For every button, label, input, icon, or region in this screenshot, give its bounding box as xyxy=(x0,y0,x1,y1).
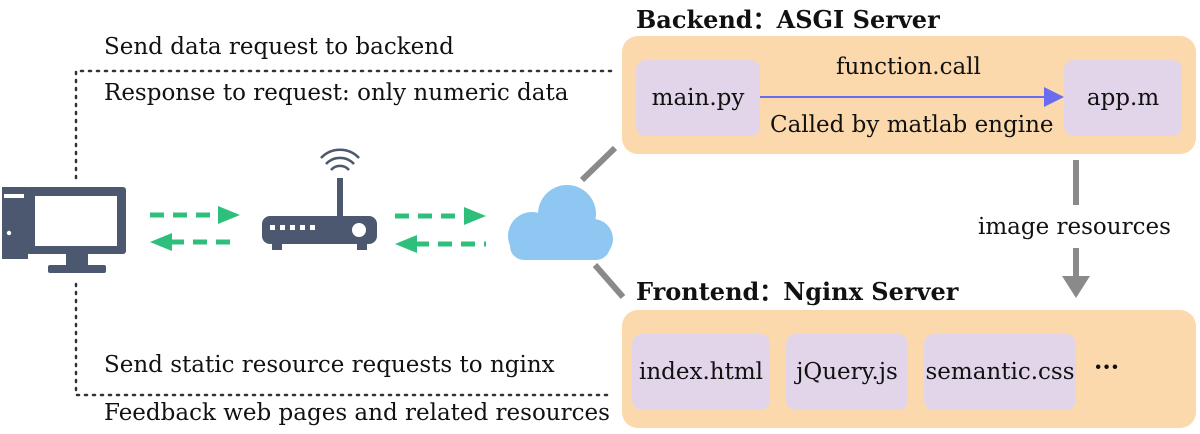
bottom-request-label: Send static resource requests to nginx xyxy=(104,352,555,378)
top-request-label: Send data request to backend xyxy=(104,34,454,60)
matlab-engine-label: Called by matlab engine xyxy=(770,112,1054,138)
bottom-response-label: Feedback web pages and related resources xyxy=(104,400,610,426)
router-icon xyxy=(262,148,377,250)
cloud-icon xyxy=(508,185,613,260)
main-py-box[interactable]: main.py xyxy=(636,60,760,136)
index-html-box[interactable]: index.html xyxy=(632,334,770,410)
app-m-box[interactable]: app.m xyxy=(1064,60,1182,136)
image-resources-arrow xyxy=(1062,160,1090,298)
router-cloud-arrows xyxy=(395,207,486,253)
computer-icon xyxy=(2,187,126,273)
frontend-title: Frontend：Nginx Server xyxy=(636,277,959,306)
function-call-label: function.call xyxy=(836,54,981,80)
bottom-dotted-connector xyxy=(74,282,614,397)
image-resources-label: image resources xyxy=(978,214,1171,240)
top-dotted-connector xyxy=(74,69,614,180)
cloud-frontend-connector xyxy=(592,263,626,299)
cloud-backend-connector xyxy=(579,145,618,183)
semantic-css-box[interactable]: semantic.css xyxy=(924,334,1076,410)
more-files-ellipsis: ··· xyxy=(1094,352,1120,381)
jquery-js-box[interactable]: jQuery.js xyxy=(786,334,908,410)
top-response-label: Response to request: only numeric data xyxy=(104,80,569,106)
computer-router-arrows xyxy=(150,206,240,251)
backend-title: Backend：ASGI Server xyxy=(636,5,940,34)
